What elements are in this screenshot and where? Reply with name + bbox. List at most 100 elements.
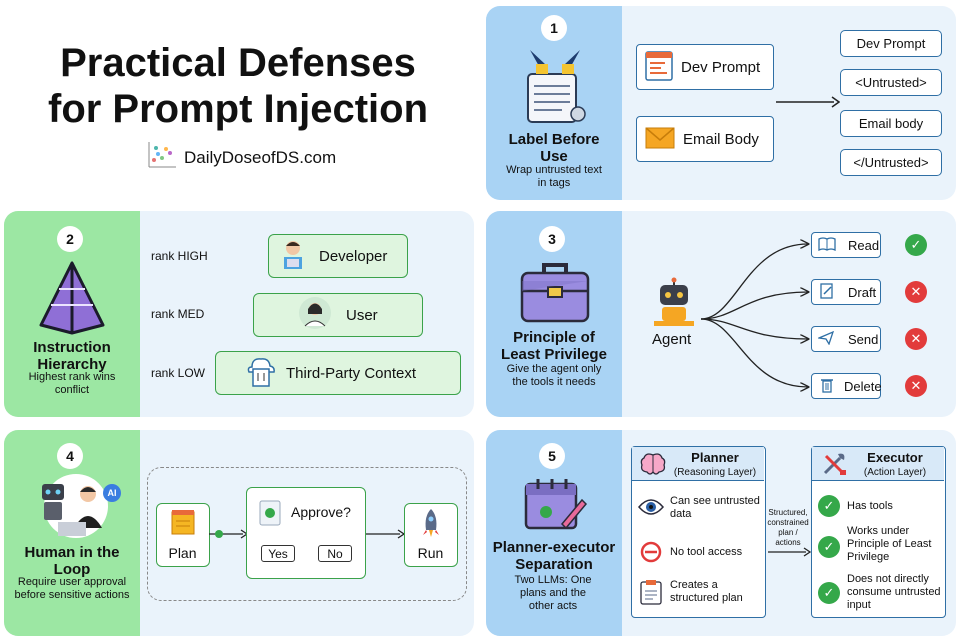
- panel-3-desc: Give the agent only the tools it needs: [506, 363, 602, 388]
- panel-3-title: Principle of Least Privilege: [501, 329, 607, 363]
- panel-5-title: Planner-executor Separation: [492, 539, 616, 573]
- title-line-2: for Prompt Injection: [48, 87, 428, 131]
- trash-icon: [820, 377, 834, 396]
- check-icon: ✓: [818, 582, 840, 604]
- no-button[interactable]: No: [318, 545, 352, 562]
- eye-icon: [638, 497, 664, 522]
- executor-subtitle: (Action Layer): [863, 467, 927, 478]
- robot-agent-icon: [652, 277, 696, 332]
- brain-icon: [640, 452, 666, 481]
- check-icon: ✓: [905, 234, 927, 256]
- cross-icon: ✕: [905, 328, 927, 350]
- panel-2-desc: Highest rank wins conflict: [28, 371, 116, 396]
- user-avatar-icon: [298, 296, 332, 334]
- step-number: 1: [541, 15, 567, 41]
- step-number: 4: [57, 443, 83, 469]
- planner-to-executor-arrow: [768, 547, 812, 557]
- flow-connector-1: [209, 529, 249, 539]
- arrow-icon: [776, 96, 840, 108]
- brand-text[interactable]: DailyDoseofDS.com: [184, 147, 337, 167]
- link-label: Structured, constrained plan / actions: [767, 508, 809, 547]
- paper-plane-icon: [816, 330, 835, 348]
- cloud-document-icon: [246, 355, 276, 391]
- brand: DailyDoseofDS.com: [146, 140, 336, 175]
- tool-read: Read: [811, 232, 881, 258]
- approval-flow-container: [147, 467, 467, 601]
- panel-5-side: 5 Planner-executor Separation Two LLMs: …: [486, 430, 622, 636]
- tool-label: Send: [848, 331, 879, 347]
- tool-delete: Delete: [811, 373, 882, 399]
- panel-human-in-loop: 4 AI Human in the Loop Require user appr…: [4, 430, 474, 636]
- planner-title: Planner: [691, 450, 739, 465]
- executor-title: Executor: [867, 450, 923, 465]
- tool-label: Delete: [844, 378, 882, 394]
- yes-button[interactable]: Yes: [261, 545, 295, 562]
- planner-box: Planner (Reasoning Layer) Can see untrus…: [631, 446, 766, 618]
- brand-logo-icon: [146, 140, 178, 175]
- panel-2-side: 2 Instruction Hierarchy Highest rank win…: [4, 211, 140, 417]
- run-label: Run: [417, 545, 444, 561]
- rank-label: rank HIGH: [151, 249, 208, 263]
- rank-item-label: User: [346, 306, 378, 324]
- rank-label: rank LOW: [151, 366, 206, 380]
- planner-header: Planner (Reasoning Layer): [632, 447, 764, 481]
- executor-box: Executor (Action Layer) ✓ Has tools ✓ Wo…: [811, 446, 946, 618]
- panel-5-desc: Two LLMs: One plans and the other acts: [514, 574, 592, 612]
- panel-4-title: Human in the Loop: [24, 544, 120, 578]
- panel-4-side: 4 AI Human in the Loop Require user appr…: [4, 430, 140, 636]
- rank-item-label: Developer: [319, 247, 388, 265]
- ai-badge: AI: [103, 484, 121, 502]
- pencil-document-icon: [820, 282, 834, 302]
- panel-2-title: Instruction Hierarchy: [33, 339, 111, 373]
- step-number: 3: [539, 226, 565, 252]
- tool-label: Draft: [848, 284, 877, 300]
- panel-1-title: Label Before Use: [508, 131, 600, 165]
- executor-item: Does not directly consume untrusted inpu…: [847, 573, 941, 611]
- tool-send: Send: [811, 326, 881, 352]
- main-title: Practical Defenses for Prompt Injection: [0, 40, 476, 132]
- planner-subtitle: (Reasoning Layer): [673, 467, 757, 478]
- title-line-1: Practical Defenses: [60, 41, 416, 85]
- panel-3-side: 3 Principle of Least Privilege Give the …: [486, 211, 622, 417]
- plan-label: Plan: [168, 545, 197, 561]
- panel-1-desc: Wrap untrusted text in tags: [506, 164, 602, 189]
- planner-item: No tool access: [670, 546, 743, 558]
- rocket-icon: [422, 508, 440, 543]
- input-label: Dev Prompt: [681, 58, 761, 76]
- input-dev-prompt: Dev Prompt: [636, 44, 774, 90]
- output-tag: Dev Prompt: [840, 30, 942, 57]
- rank-label: rank MED: [151, 307, 205, 321]
- output-tag: Email body: [840, 110, 942, 137]
- notepad-icon: [171, 509, 195, 540]
- briefcase-icon: [518, 261, 592, 330]
- step-number: 5: [539, 443, 565, 469]
- panel-planner-executor: 5 Planner-executor Separation Two LLMs: …: [486, 430, 956, 636]
- plan-step: Plan: [156, 503, 210, 567]
- developer-avatar-icon: [279, 239, 307, 273]
- executor-item: Works under Principle of Least Privilege: [847, 525, 932, 563]
- code-window-icon: [645, 50, 673, 84]
- tool-draft: Draft: [811, 279, 881, 305]
- cross-icon: ✕: [905, 375, 927, 397]
- panel-least-privilege: 3 Principle of Least Privilege Give the …: [486, 211, 956, 417]
- output-tag: </Untrusted>: [840, 149, 942, 176]
- agent-label: Agent: [652, 331, 692, 348]
- rank-third-party: Third-Party Context: [215, 351, 461, 395]
- panel-4-desc: Require user approval before sensitive a…: [14, 576, 130, 601]
- flow-connector-2: [366, 529, 406, 539]
- input-email-body: Email Body: [636, 116, 774, 162]
- approve-question: Approve?: [291, 504, 351, 520]
- clipboard-icon: [640, 579, 662, 610]
- envelope-icon: [645, 126, 675, 152]
- executor-header: Executor (Action Layer): [812, 447, 944, 481]
- input-label: Email Body: [683, 130, 759, 148]
- panel-instruction-hierarchy: 2 Instruction Hierarchy Highest rank win…: [4, 211, 474, 417]
- document-status-icon: [259, 500, 281, 531]
- cross-icon: ✕: [905, 281, 927, 303]
- pyramid-icon: [37, 259, 107, 342]
- no-entry-icon: [640, 541, 662, 568]
- panel-1-side: 1 Label Before Use Wrap untrusted text i…: [486, 6, 622, 200]
- planner-item: Can see untrusted data: [670, 495, 760, 520]
- rank-item-label: Third-Party Context: [286, 364, 417, 382]
- agent-connector-lines: [700, 231, 816, 401]
